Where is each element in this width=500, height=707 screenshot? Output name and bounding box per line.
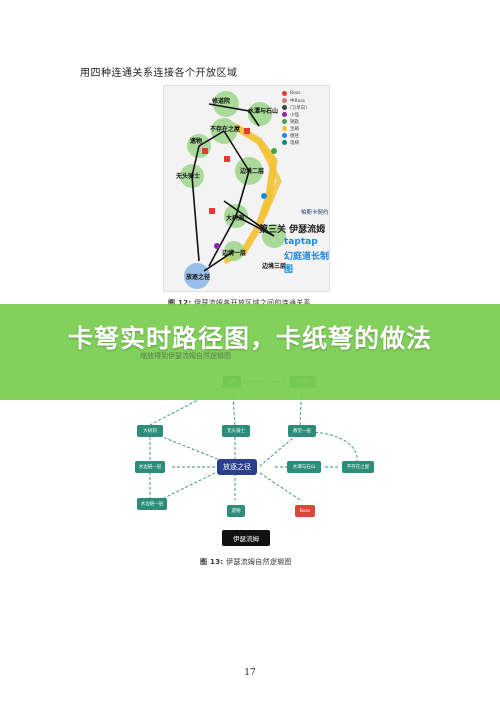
flow-node-right-mid: 水潭与石山 [287,461,321,473]
legend-row: 门(单向) [282,104,328,111]
map-node-label: 边境二层 [240,168,265,175]
flow-node-center: 放逐之径 [217,459,257,475]
map-node-label: 修道院 [212,98,231,105]
legend-label: 钥匙 [290,119,299,125]
figure-12-caption: 图 12: 伊瑟流姆各开放区域之间的连通关系 [168,298,311,308]
legend-label: 宝箱 [290,126,299,132]
map-figure: Boss 中Boss 门(单向) 小怪 钥匙 宝箱 捷径 电梯 修道院 水潭与石… [163,85,330,292]
caption-text: 伊瑟流姆各开放区域之间的连通关系 [194,299,311,307]
legend-label: Boss [290,91,301,96]
map-node-label: 大树洞 [226,215,245,222]
legend-dot-icon [282,112,287,117]
page-number: 17 [244,668,256,678]
legend-dot-icon [282,91,287,96]
legend-dot-icon [282,119,287,124]
legend-row: 电梯 [282,139,328,146]
legend-label: 门(单向) [290,105,308,111]
map-node-label: 不存在之屋 [210,126,241,133]
legend-row: 中Boss [282,97,328,104]
legend-row: Boss [282,90,328,97]
banner-subtitle-behind: 缩放得到伊瑟流姆自然逻辑图 [140,352,231,360]
map-node-label: 无头骑士 [176,173,201,180]
map-node-label: 放逐之径 [186,274,211,281]
legend-dot-icon [282,133,287,138]
flow-node-bottom-mid: 遗物 [227,505,245,517]
legend-dot-icon [282,140,287,145]
title-banner: 缩放得到伊瑟流姆自然逻辑图 卡弩实时路径图，卡纸弩的做法 [0,304,500,400]
banner-title: 卡弩实时路径图，卡纸弩的做法 [67,324,432,353]
flow-node-boss: Boss [295,505,315,517]
caption-fig-number: 图 13: [200,558,224,566]
legend-dot-icon [282,105,287,110]
caption-fig-number: 图 12: [168,299,192,307]
legend-label: 捷径 [290,133,299,139]
intro-text: 用四种连通关系连接各个开放区域 [80,68,238,79]
flow-node-far-right: 不存在之屋 [342,461,374,473]
map-drawing [180,91,286,289]
flow-node-bottom-left: 水边链一层 [137,498,167,510]
legend-dot-icon [282,98,287,103]
legend-row: 小怪 [282,111,328,118]
map-node-label: 遗物 [190,138,203,145]
legend-label: 小怪 [290,112,299,118]
legend-dot-icon [282,126,287,131]
stage-label: 第三关 伊瑟流姆 [259,225,326,235]
legend-row: 钥匙 [282,118,328,125]
map-note: 帕斯卡契约 [301,210,329,216]
flow-node-mid-left: 水边链一层 [135,461,165,473]
watermark-line2: 幻庭道长制图 [284,252,330,275]
caption-text: 伊瑟流姆自然逻辑图 [226,558,292,566]
flow-node-left: 大树洞 [137,425,163,437]
legend-label: 中Boss [290,98,306,104]
legend-label: 电梯 [290,140,299,146]
map-node-label: 边境一层 [222,250,247,257]
watermark-line1: taptap [284,237,318,247]
flow-node-right-top: 教堂一层 [288,425,316,437]
legend-row: 宝箱 [282,125,328,132]
legend-row: 捷径 [282,132,328,139]
figure-13-caption: 图 13: 伊瑟流姆自然逻辑图 [200,557,292,567]
map-node-label: 水潭与石山 [248,108,279,115]
map-legend: Boss 中Boss 门(单向) 小怪 钥匙 宝箱 捷径 电梯 [282,90,328,146]
flow-node-mid-top: 无头骑士 [222,425,250,437]
flow-node-root: 伊瑟流姆 [222,530,270,546]
map-node-label: 边境三层 [262,263,287,270]
